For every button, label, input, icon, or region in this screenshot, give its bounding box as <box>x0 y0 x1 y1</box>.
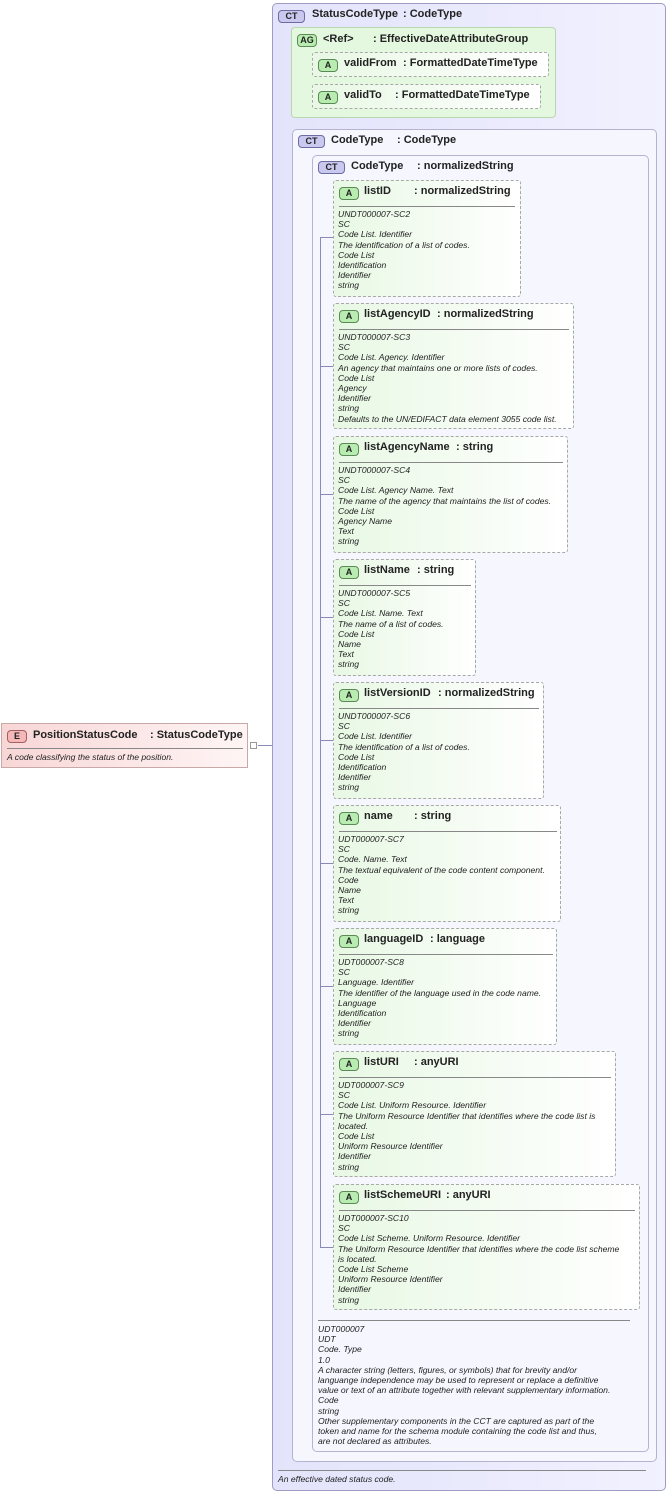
attribute-icon: A <box>339 566 359 579</box>
connector-line <box>320 740 333 741</box>
connector-line <box>320 494 333 495</box>
attribute-icon: A <box>318 59 338 72</box>
group-type: : EffectiveDateAttributeGroup <box>373 33 529 45</box>
attribute-type: : normalizedString <box>438 687 535 699</box>
outer-type-name: StatusCodeType <box>312 8 398 20</box>
attribute-name: validFrom <box>344 57 397 69</box>
divider <box>278 1470 646 1471</box>
element-badge: E <box>7 730 27 743</box>
divider <box>339 206 515 207</box>
divider <box>339 1210 635 1211</box>
divider <box>339 1077 611 1078</box>
connector-line <box>320 237 321 1247</box>
connector-line <box>320 1114 333 1115</box>
divider <box>339 329 569 330</box>
group-ref: <Ref> <box>323 33 354 45</box>
attribute-name: listName <box>364 564 410 576</box>
element-name: PositionStatusCode <box>33 729 138 741</box>
connector-line <box>320 863 333 864</box>
element-doc: A code classifying the status of the pos… <box>7 752 174 762</box>
expand-toggle[interactable] <box>250 742 257 749</box>
codetype-base: : CodeType <box>397 134 457 146</box>
attribute-icon: A <box>339 310 359 323</box>
connector-line <box>320 617 333 618</box>
attribute-valid-to[interactable]: A validTo : FormattedDateTimeType <box>312 84 541 109</box>
connector-line <box>320 986 333 987</box>
divider <box>339 708 539 709</box>
normalized-base: : normalizedString <box>417 160 514 172</box>
element-type: : StatusCodeType <box>150 729 243 741</box>
attribute-icon: A <box>339 1191 359 1204</box>
attribute-icon: A <box>339 443 359 456</box>
attribute-type: : string <box>417 564 455 576</box>
divider <box>7 748 243 749</box>
attribute-name: listURI <box>364 1056 399 1068</box>
attribute-list-version-id[interactable]: A listVersionID : normalizedString UNDT0… <box>333 682 544 799</box>
divider <box>339 462 563 463</box>
attribute-type: : anyURI <box>446 1189 491 1201</box>
attribute-list-id[interactable]: A listID : normalizedString UNDT000007-S… <box>333 180 521 297</box>
attribute-type: : normalizedString <box>414 185 511 197</box>
connector-line <box>320 1247 333 1248</box>
divider <box>339 954 553 955</box>
attribute-name: listAgencyID <box>364 308 431 320</box>
divider <box>339 585 471 586</box>
outer-doc: An effective dated status code. <box>278 1474 396 1484</box>
connector-line <box>320 237 333 238</box>
connector-line <box>258 745 283 746</box>
attribute-name: listAgencyName <box>364 441 450 453</box>
normalized-name: CodeType <box>351 160 404 172</box>
complex-type-icon: CT <box>318 161 345 174</box>
attribute-icon: A <box>339 812 359 825</box>
attribute-list-agency-name[interactable]: A listAgencyName : string UNDT000007-SC4… <box>333 436 568 553</box>
complex-type-icon: CT <box>298 135 325 148</box>
attribute-icon: A <box>339 187 359 200</box>
root-element-box[interactable]: E PositionStatusCode : StatusCodeType A … <box>1 723 248 768</box>
divider <box>339 831 557 832</box>
attribute-type: : anyURI <box>414 1056 459 1068</box>
attribute-group-icon: AG <box>297 34 317 47</box>
attribute-icon: A <box>339 689 359 702</box>
attribute-name: listSchemeURI <box>364 1189 442 1201</box>
connector-line <box>320 366 333 367</box>
attribute-name: validTo <box>344 89 382 101</box>
attribute-type: : string <box>456 441 494 453</box>
attribute-type: : FormattedDateTimeType <box>403 57 538 69</box>
codetype-name: CodeType <box>331 134 384 146</box>
divider <box>318 1320 630 1321</box>
attribute-type: : FormattedDateTimeType <box>395 89 530 101</box>
attribute-name: languageID <box>364 933 424 945</box>
attribute-icon: A <box>339 1058 359 1071</box>
attribute-type: : language <box>430 933 486 945</box>
attribute-valid-from[interactable]: A validFrom : FormattedDateTimeType <box>312 52 549 77</box>
complex-type-icon: CT <box>278 10 305 23</box>
outer-base-type: : CodeType <box>403 8 463 20</box>
attribute-name: listID <box>364 185 391 197</box>
attribute-list-agency-id[interactable]: A listAgencyID : normalizedString UNDT00… <box>333 303 574 429</box>
attribute-icon: A <box>339 935 359 948</box>
attribute-icon: A <box>318 91 338 104</box>
attribute-type: : normalizedString <box>437 308 534 320</box>
attribute-type: : string <box>414 810 452 822</box>
attribute-name: name <box>364 810 393 822</box>
attribute-name: listVersionID <box>364 687 431 699</box>
